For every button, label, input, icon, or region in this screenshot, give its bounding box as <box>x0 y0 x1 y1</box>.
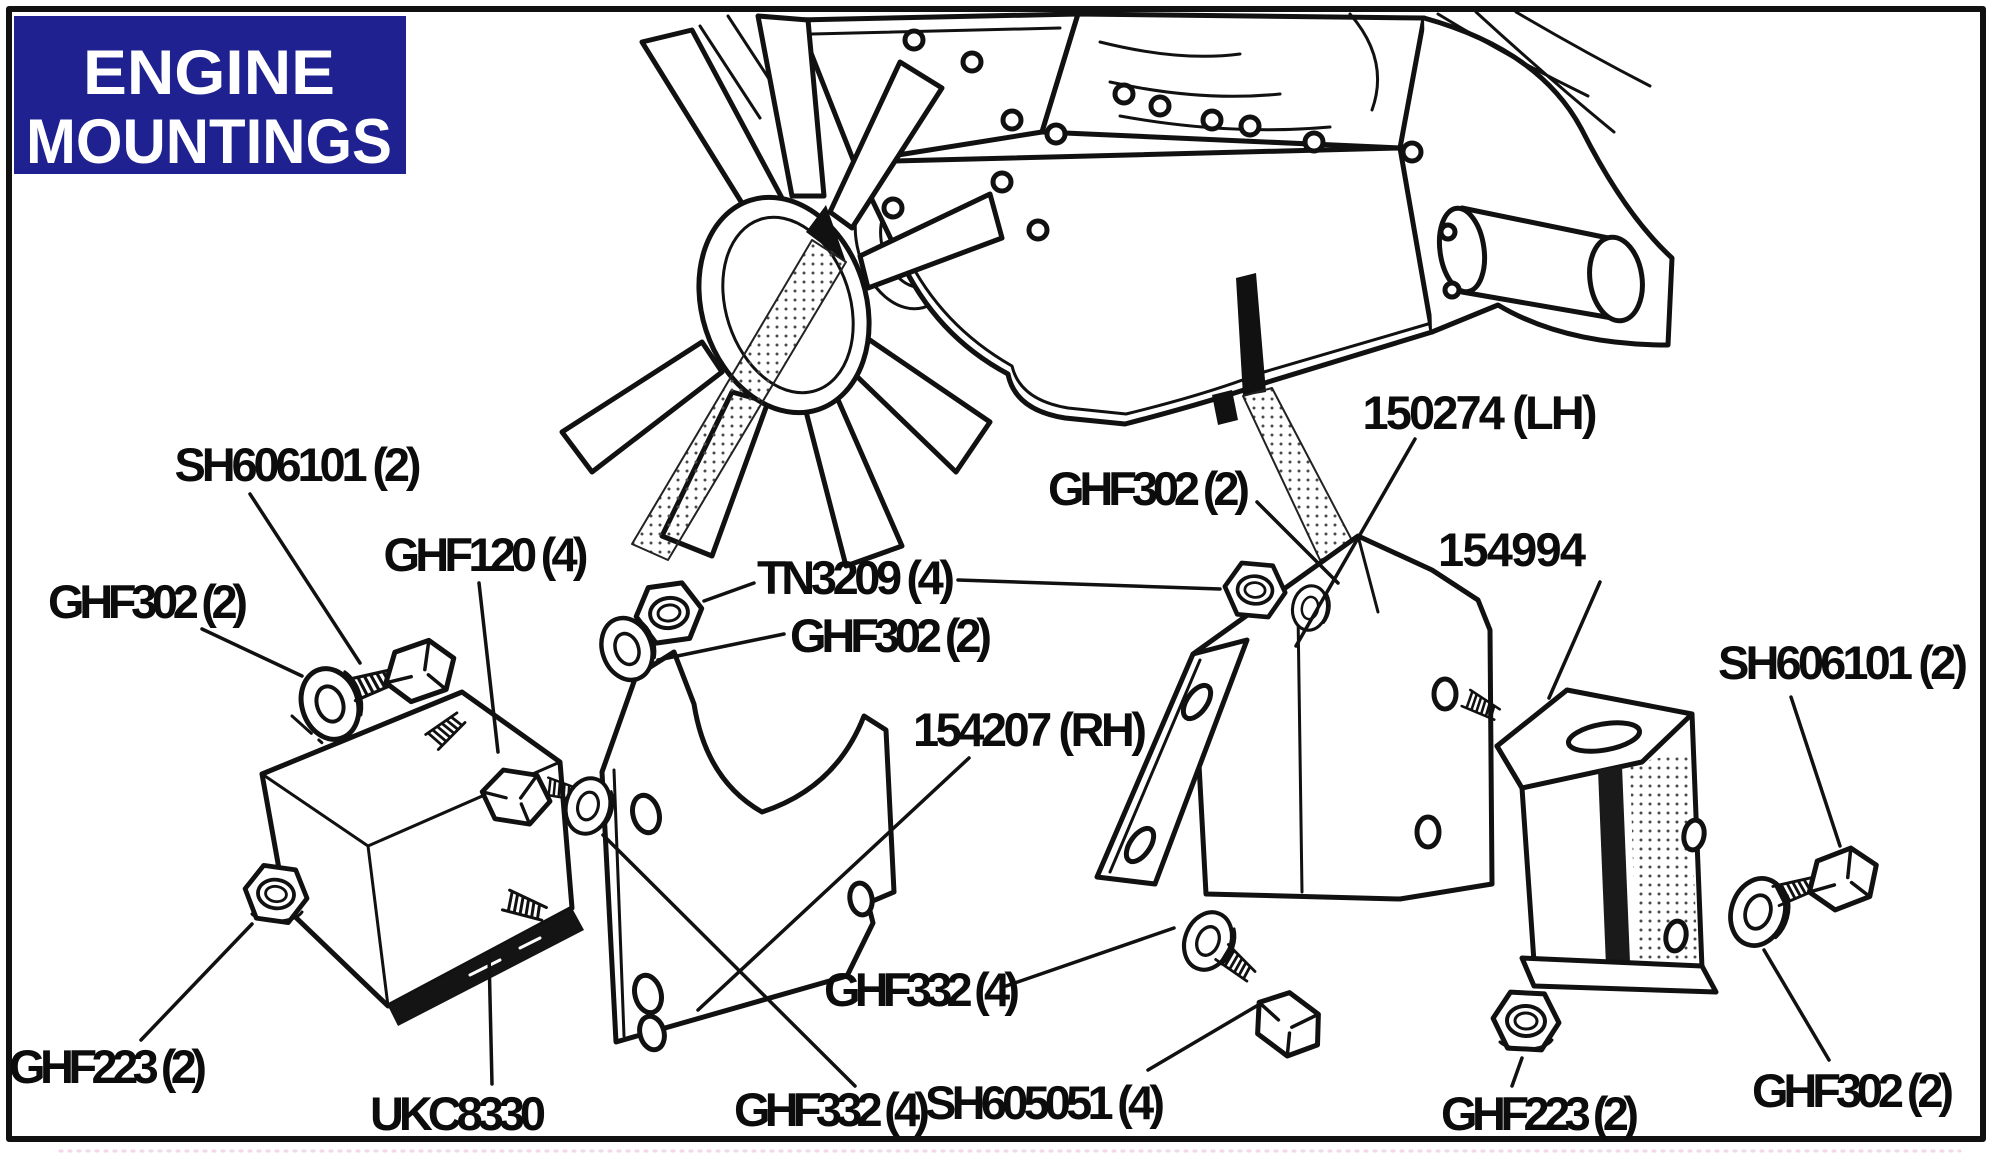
callout-150274-lh: 150274 (LH) <box>1363 386 1598 439</box>
callout-ghf332-bottom: GHF332 (4) <box>734 1083 930 1136</box>
callout-ukc8330: UKC8330 <box>370 1087 546 1140</box>
callout-ghf223-left: GHF223 (2) <box>9 1040 207 1093</box>
bracket-plate-154207 <box>599 649 897 1053</box>
callout-ghf302-left: GHF302 (2) <box>48 575 248 628</box>
callout-ghf302-mid: GHF302 (2) <box>790 609 992 662</box>
ghf223-nut-right <box>1492 991 1561 1050</box>
title-line-1: ENGINE <box>83 38 335 108</box>
callout-labels: SH606101 (2) GHF302 (2) GHF120 (4) TN320… <box>9 386 1968 1140</box>
rubber-mount-154994 <box>1494 687 1719 995</box>
callout-tn3209: TN3209 (4) <box>757 551 955 604</box>
pointer-wedge-left <box>631 205 847 561</box>
callout-ghf302-upper-mid: GHF302 (2) <box>1048 462 1250 515</box>
callout-sh606101-right: SH606101 (2) <box>1718 636 1968 689</box>
callout-ghf332-mid: GHF332 (4) <box>824 963 1020 1016</box>
callout-sh605051: SH605051 (4) <box>925 1076 1165 1129</box>
callout-sh606101-left: SH606101 (2) <box>175 438 422 491</box>
title-line-2: MOUNTINGS <box>26 107 392 177</box>
left-mount-assembly <box>241 581 897 1053</box>
title-block: ENGINE MOUNTINGS <box>14 16 406 177</box>
callout-154994: 154994 <box>1438 523 1586 576</box>
bracket-150274 <box>1094 533 1495 902</box>
ghf223-nut-left <box>241 863 310 924</box>
callout-ghf120: GHF120 (4) <box>384 528 589 581</box>
callout-ghf223-right: GHF223 (2) <box>1441 1087 1639 1140</box>
callout-ghf302-bottom-right: GHF302 (2) <box>1752 1064 1954 1117</box>
callout-154207-rh: 154207 (RH) <box>913 703 1147 756</box>
engine-bolt-heads <box>881 28 1424 242</box>
right-mount-assembly <box>1094 533 1886 1068</box>
fan-illustration <box>559 13 1005 569</box>
title-background <box>14 16 406 174</box>
leader-lines <box>139 437 1842 1088</box>
